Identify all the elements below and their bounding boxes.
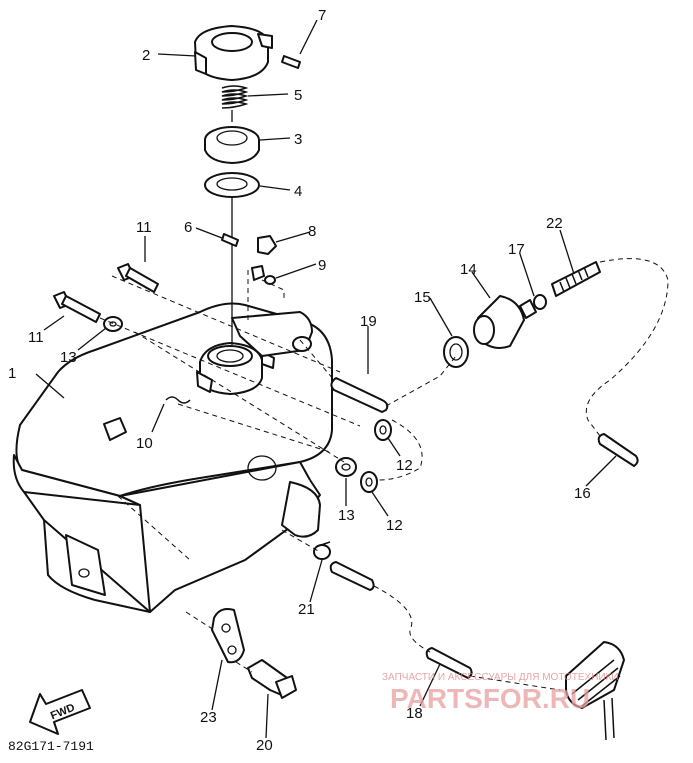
cap-gasket <box>204 126 260 164</box>
vent-nipple <box>264 275 276 285</box>
watermark: ЗАПЧАСТИ И АКСЕССУАРЫ ДЛЯ МОТОТЕХНИКИ PA… <box>382 672 619 714</box>
callout-13b: 13 <box>338 507 355 524</box>
washer <box>103 316 123 332</box>
callout-17: 17 <box>508 241 525 258</box>
fuel-filter <box>565 641 625 741</box>
callout-19: 19 <box>360 313 377 330</box>
small-clip <box>165 396 191 404</box>
filler-cap <box>194 25 273 81</box>
callout-20: 20 <box>256 737 273 754</box>
watermark-tagline: ЗАПЧАСТИ И АКСЕССУАРЫ ДЛЯ МОТОТЕХНИКИ <box>382 672 619 683</box>
callout-12b: 12 <box>386 517 403 534</box>
clamp-21 <box>313 541 331 560</box>
callout-10: 10 <box>136 435 153 452</box>
callout-2: 2 <box>142 47 150 64</box>
strainer <box>551 261 601 297</box>
small-pin <box>221 233 239 247</box>
bolt-upper <box>117 263 159 293</box>
diagram-code: 82G171-7191 <box>8 739 94 754</box>
callout-21: 21 <box>298 601 315 618</box>
grommet-lower <box>360 471 378 493</box>
callout-15: 15 <box>414 289 431 306</box>
o-ring <box>443 336 469 368</box>
callout-16: 16 <box>574 485 591 502</box>
callout-labels: 1 2 3 4 5 6 7 8 9 10 11 11 12 12 13 13 1… <box>8 7 591 754</box>
callout-23: 23 <box>200 709 217 726</box>
fuel-cock <box>473 295 537 349</box>
callout-14: 14 <box>460 261 477 278</box>
callout-9: 9 <box>318 257 326 274</box>
callout-11b: 11 <box>28 329 44 346</box>
collar <box>335 457 357 477</box>
callout-8: 8 <box>308 223 316 240</box>
callout-1: 1 <box>8 365 16 382</box>
cap-spring <box>221 85 249 109</box>
hose-19 <box>330 377 389 413</box>
callout-3: 3 <box>294 131 302 148</box>
fuel-tank <box>12 302 333 613</box>
cap-pin <box>281 55 301 69</box>
hose-16 <box>597 433 639 467</box>
forward-arrow: FWD <box>29 689 91 735</box>
callout-6: 6 <box>184 219 192 236</box>
hose-clamp <box>533 294 547 310</box>
leader-lines <box>35 19 617 739</box>
cap-seal <box>204 172 260 198</box>
watermark-brand: PARTSFOR.RU <box>390 683 590 714</box>
bolt-lower <box>53 291 101 323</box>
callout-12a: 12 <box>396 457 413 474</box>
bracket <box>211 608 245 664</box>
callout-11a: 11 <box>136 219 152 236</box>
callout-5: 5 <box>294 87 302 104</box>
clip <box>251 235 277 281</box>
callout-22: 22 <box>546 215 563 232</box>
callout-13a: 13 <box>60 349 77 366</box>
hose-21 <box>329 561 375 591</box>
bolt-20 <box>247 659 297 699</box>
grommet-upper <box>374 419 392 441</box>
callout-18: 18 <box>406 705 423 722</box>
callout-4: 4 <box>294 183 302 200</box>
hose-18 <box>425 647 473 679</box>
callout-7: 7 <box>318 7 326 24</box>
